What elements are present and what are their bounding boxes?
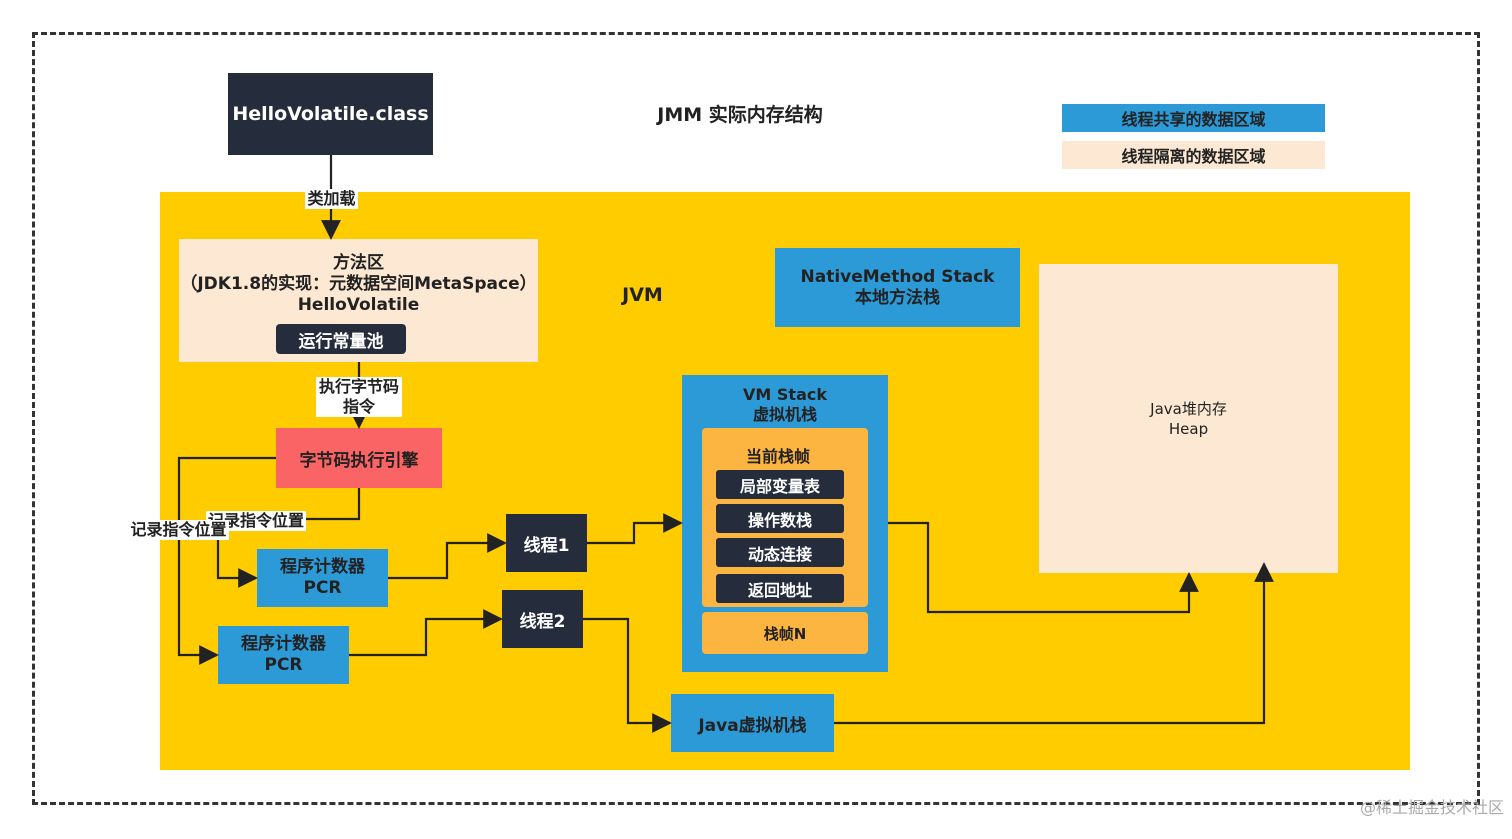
thread2-box: 线程2 xyxy=(502,590,583,648)
native-stack-en: NativeMethod Stack xyxy=(800,266,995,287)
heap-en: Heap xyxy=(1168,419,1209,438)
return-address-label: 返回地址 xyxy=(747,580,812,600)
legend-isolated: 线程隔离的数据区域 xyxy=(1062,141,1325,169)
local-variable-table-label: 局部变量表 xyxy=(739,476,820,496)
vm-stack-en: VM Stack xyxy=(743,385,827,404)
record-position-label-2: 记录指令位置 xyxy=(128,520,229,540)
pcr2-cn: 程序计数器 xyxy=(241,634,326,654)
pcr1-box: 程序计数器 PCR xyxy=(257,549,388,607)
method-area-class: HelloVolatile xyxy=(297,295,420,315)
arrow-pcr2-to-thread2 xyxy=(349,609,503,657)
thread1-box: 线程1 xyxy=(506,514,587,572)
record-position-label-1: 记录指令位置 xyxy=(206,511,306,531)
class-file-box: HelloVolatile.class xyxy=(228,73,433,155)
java-vm-stack-label: Java虚拟机栈 xyxy=(698,715,807,736)
operand-stack-label: 操作数栈 xyxy=(747,510,812,530)
class-file-label: HelloVolatile.class xyxy=(232,103,429,125)
pcr1-cn: 程序计数器 xyxy=(280,557,365,577)
arrow-vmstack-to-heap xyxy=(888,521,1199,614)
legend-isolated-label: 线程隔离的数据区域 xyxy=(1121,147,1266,166)
arrow-thread1-to-vmstack xyxy=(587,513,683,545)
current-frame-label: 当前栈帧 xyxy=(745,447,810,466)
class-load-label: 类加载 xyxy=(305,189,358,209)
jvm-label: JVM xyxy=(622,284,663,306)
dynamic-linking: 动态连接 xyxy=(716,538,844,567)
legend-shared-label: 线程共享的数据区域 xyxy=(1121,110,1266,129)
diagram-title: JMM 实际内存结构 xyxy=(657,104,823,126)
heap-box: Java堆内存 Heap xyxy=(1039,264,1338,573)
watermark: @稀土掘金技术社区 xyxy=(1359,798,1504,817)
arrow-engine-to-pcr1 xyxy=(216,488,361,588)
operand-stack: 操作数栈 xyxy=(716,504,844,533)
thread1-label: 线程1 xyxy=(523,535,570,556)
outer-dashed-frame xyxy=(32,32,1480,805)
vm-stack-title: VM Stack 虚拟机栈 xyxy=(682,385,888,425)
exec-bytecode-line2: 指令 xyxy=(342,397,375,416)
legend-shared: 线程共享的数据区域 xyxy=(1062,104,1325,132)
arrow-jvmstack-to-heap xyxy=(834,562,1274,725)
arrow-engine-to-pcr2 xyxy=(177,456,276,665)
return-address: 返回地址 xyxy=(716,574,844,603)
exec-bytecode-line1: 执行字节码 xyxy=(318,377,399,396)
vm-stack-cn: 虚拟机栈 xyxy=(752,405,817,424)
arrow-pcr1-to-thread1 xyxy=(388,533,507,580)
pcr2-box: 程序计数器 PCR xyxy=(218,626,349,684)
frame-n-label: 栈帧N xyxy=(763,624,807,643)
java-vm-stack-box: Java虚拟机栈 xyxy=(671,694,834,752)
method-area-title: 方法区 xyxy=(333,253,384,273)
pcr1-en: PCR xyxy=(303,578,342,598)
method-area-impl: （JDK1.8的实现：元数据空间MetaSpace） xyxy=(180,274,537,294)
pcr2-en: PCR xyxy=(264,655,303,675)
heap-cn: Java堆内存 xyxy=(1150,399,1227,418)
dynamic-linking-label: 动态连接 xyxy=(747,544,812,564)
bytecode-engine-label: 字节码执行引擎 xyxy=(299,450,419,471)
thread2-label: 线程2 xyxy=(519,611,566,632)
arrow-thread2-to-jvmstack xyxy=(583,617,672,733)
runtime-constant-pool: 运行常量池 xyxy=(276,324,406,354)
local-variable-table: 局部变量表 xyxy=(716,470,844,499)
runtime-constant-pool-label: 运行常量池 xyxy=(298,331,384,352)
native-method-stack-box: NativeMethod Stack 本地方法栈 xyxy=(775,248,1020,327)
exec-bytecode-label: 执行字节码 指令 xyxy=(316,377,402,417)
bytecode-engine-box: 字节码执行引擎 xyxy=(276,428,442,488)
native-stack-cn: 本地方法栈 xyxy=(855,287,940,308)
frame-n-box: 栈帧N xyxy=(702,612,868,654)
